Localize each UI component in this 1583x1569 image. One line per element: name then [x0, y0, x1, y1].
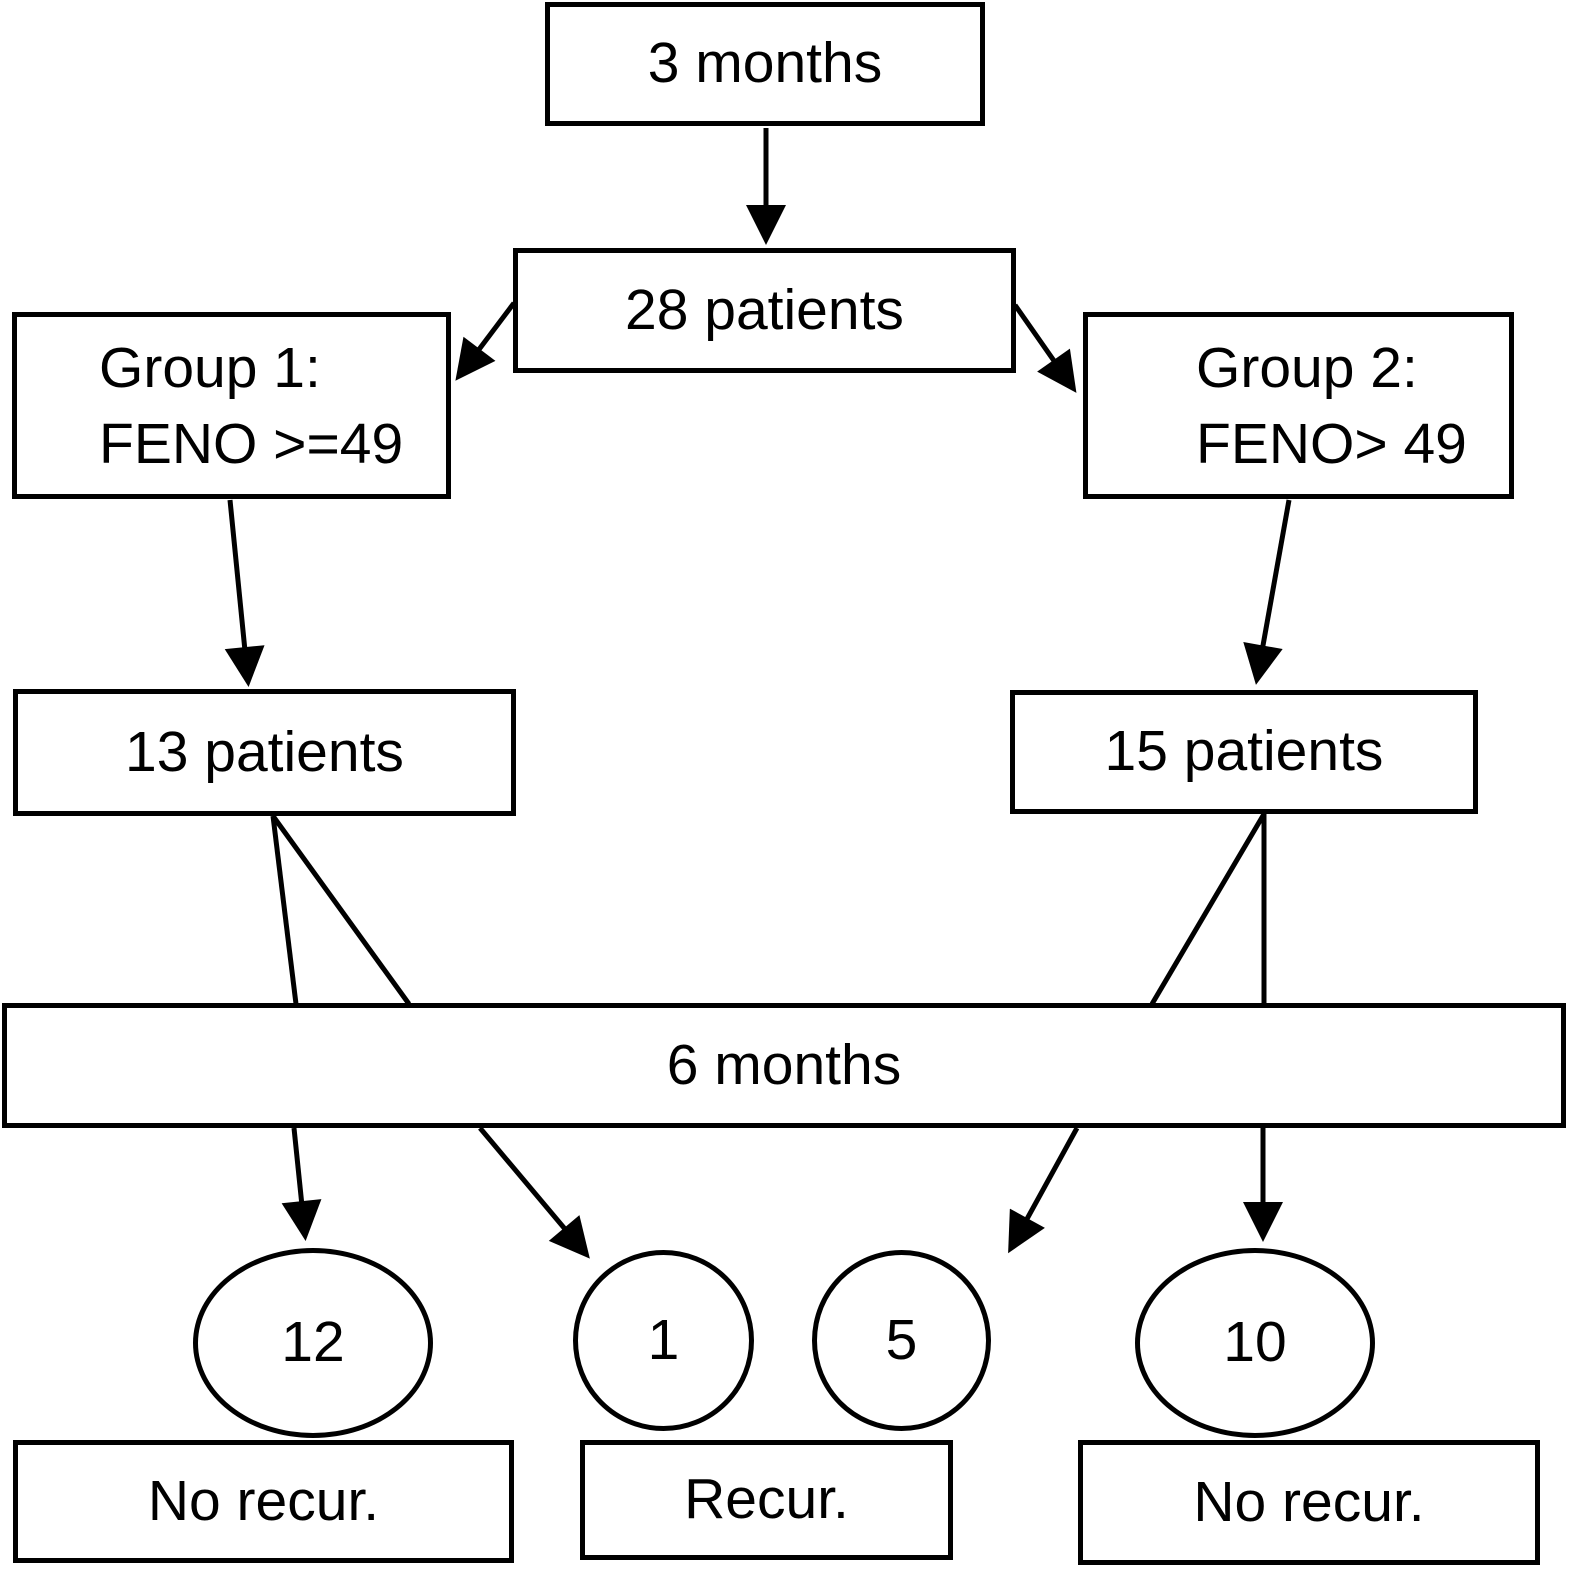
line-13patients-to-6months-right — [270, 814, 412, 1006]
circle-1-label: 1 — [647, 1307, 680, 1372]
box-28-patients: 28 patients — [513, 248, 1016, 373]
circle-12-no-recurrence: 12 — [193, 1248, 433, 1438]
box-recurrence: Recur. — [580, 1440, 953, 1560]
circle-5-recurrence: 5 — [812, 1250, 991, 1431]
circle-5-label: 5 — [885, 1307, 918, 1372]
circle-10-label: 10 — [1223, 1310, 1287, 1375]
box-group-2: Group 2: FENO> 49 — [1083, 312, 1514, 499]
box-13-patients: 13 patients — [13, 689, 516, 816]
arrow-28patients-to-group2 — [1012, 303, 1077, 393]
arrow-6months-to-circle-1 — [478, 1126, 590, 1259]
line-15patients-to-6months-left — [1149, 812, 1267, 1006]
box-6-months: 6 months — [2, 1003, 1566, 1128]
line-13patients-to-6months-left — [270, 815, 299, 1005]
box-group-2-criterion: FENO> 49 — [1196, 411, 1467, 476]
circle-10-no-recurrence: 10 — [1135, 1248, 1375, 1438]
box-15-patients: 15 patients — [1010, 690, 1478, 814]
box-no-recurrence-right-label: No recur. — [1193, 1469, 1425, 1534]
circle-1-recurrence: 1 — [573, 1250, 754, 1431]
arrow-group1-to-13patients — [224, 499, 265, 687]
arrow-group2-to-15patients — [1243, 499, 1292, 685]
box-28-patients-label: 28 patients — [625, 277, 904, 342]
circle-12-label: 12 — [281, 1310, 345, 1375]
box-3-months-label: 3 months — [647, 31, 883, 96]
box-no-recurrence-left-label: No recur. — [147, 1468, 380, 1533]
box-group-1: Group 1: FENO >=49 — [12, 312, 451, 499]
arrow-6months-to-circle-5 — [1008, 1126, 1080, 1254]
box-13-patients-label: 13 patients — [125, 719, 404, 784]
box-15-patients-label: 15 patients — [1104, 719, 1384, 784]
box-group-2-title: Group 2: — [1196, 335, 1418, 400]
box-recurrence-label: Recur. — [684, 1467, 849, 1532]
box-6-months-label: 6 months — [666, 1032, 902, 1097]
box-3-months: 3 months — [545, 2, 985, 126]
box-no-recurrence-left: No recur. — [13, 1440, 514, 1563]
arrow-28patients-to-group1 — [455, 301, 516, 381]
arrow-6months-to-circle-12 — [281, 1127, 322, 1241]
box-group-1-title: Group 1: — [99, 335, 321, 400]
box-group-1-criterion: FENO >=49 — [99, 411, 404, 476]
box-no-recurrence-right: No recur. — [1078, 1440, 1540, 1565]
